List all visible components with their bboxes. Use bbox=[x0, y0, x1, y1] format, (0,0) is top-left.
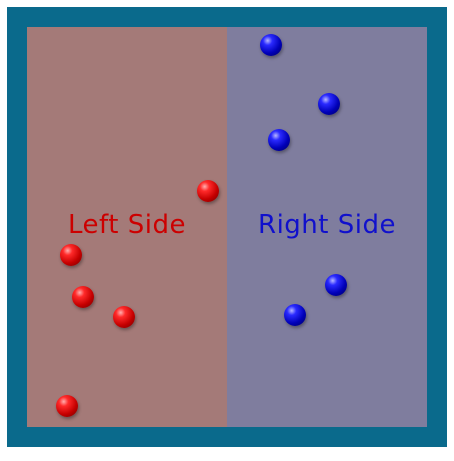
right-side-label: Right Side bbox=[258, 210, 396, 240]
red-ball[interactable] bbox=[113, 306, 135, 328]
blue-ball[interactable] bbox=[268, 129, 290, 151]
red-ball[interactable] bbox=[197, 180, 219, 202]
board-frame: Left Side Right Side bbox=[7, 7, 447, 447]
blue-ball[interactable] bbox=[284, 304, 306, 326]
left-side-region: Left Side bbox=[27, 27, 227, 427]
left-side-label: Left Side bbox=[68, 210, 186, 240]
blue-ball[interactable] bbox=[260, 34, 282, 56]
blue-ball[interactable] bbox=[325, 274, 347, 296]
blue-ball[interactable] bbox=[318, 93, 340, 115]
red-ball[interactable] bbox=[60, 244, 82, 266]
red-ball[interactable] bbox=[56, 395, 78, 417]
right-side-region: Right Side bbox=[227, 27, 427, 427]
arena: Left Side Right Side bbox=[27, 27, 427, 427]
red-ball[interactable] bbox=[72, 286, 94, 308]
